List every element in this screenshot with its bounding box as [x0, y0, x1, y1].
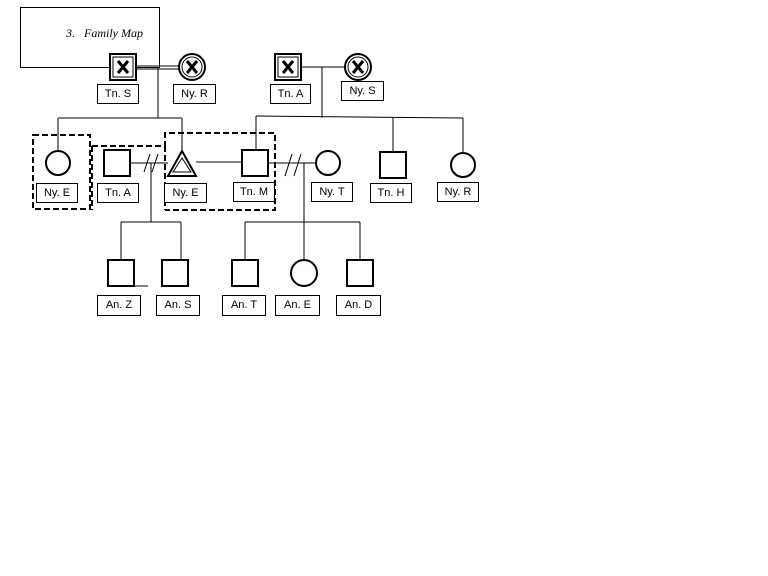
symbol-p7 — [450, 152, 476, 178]
symbol-p1 — [45, 150, 71, 176]
label-p5: Ny. T — [311, 182, 353, 202]
label-p1: Ny. E — [36, 183, 78, 203]
symbol-c2 — [161, 259, 189, 287]
household-boundary-1 — [32, 134, 91, 210]
sibship-line-gp2 — [255, 115, 464, 119]
divorce-slash-2 — [151, 153, 159, 173]
symbol-p4 — [241, 149, 269, 177]
symbol-c1 — [107, 259, 135, 287]
symbol-p5 — [315, 150, 341, 176]
symbol-c4 — [290, 259, 318, 287]
household-boundary-2 — [92, 132, 276, 211]
label-gm1: Ny. R — [173, 84, 216, 104]
title-number: 3. — [66, 26, 75, 40]
label-c5: An. D — [336, 295, 381, 316]
label-c2: An. S — [156, 295, 200, 316]
label-p4: Tn. M — [233, 182, 275, 202]
deceased-mark-gf2 — [281, 60, 295, 74]
divorce-slash-1 — [143, 153, 151, 173]
label-p2: Tn. A — [97, 183, 139, 203]
symbol-c3 — [231, 259, 259, 287]
label-gm2: Ny. S — [341, 81, 384, 101]
label-p6: Tn. H — [370, 183, 412, 203]
symbol-p6 — [379, 151, 407, 179]
symbol-c5 — [346, 259, 374, 287]
household-boundaries — [32, 132, 276, 211]
deceased-mark-gf1 — [116, 60, 130, 74]
label-p7: Ny. R — [437, 182, 479, 202]
deceased-mark-gm1 — [185, 60, 199, 74]
divorce-slash-4 — [293, 153, 302, 177]
label-c3: An. T — [222, 295, 266, 316]
symbol-p2 — [103, 149, 131, 177]
label-p3: Ny. E — [164, 183, 207, 203]
label-gf2: Tn. A — [270, 84, 311, 104]
title-text: Family Map — [84, 26, 143, 40]
divorce-slash-3 — [284, 153, 293, 177]
label-gf1: Tn. S — [97, 84, 139, 104]
diagram-title: 3. Family Map — [66, 26, 143, 41]
label-c1: An. Z — [97, 295, 141, 316]
person-symbols — [45, 53, 476, 287]
label-c4: An. E — [275, 295, 320, 316]
deceased-mark-gm2 — [351, 60, 365, 74]
title-box: 3. Family Map — [20, 7, 160, 68]
